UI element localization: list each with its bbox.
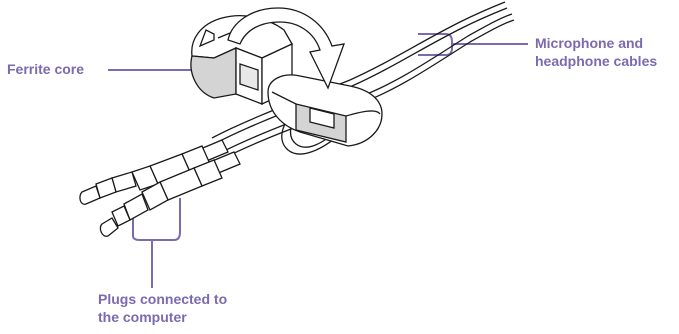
lower-plug <box>99 151 241 237</box>
plugs-label: Plugs connected to the computer <box>98 290 227 326</box>
plugs-bracket <box>132 198 181 241</box>
ferrite-core-label: Ferrite core <box>7 61 85 77</box>
plugs <box>79 139 241 237</box>
plugs-label-line2: the computer <box>98 309 187 325</box>
closing-arrow <box>227 7 345 90</box>
cables-bracket <box>418 33 453 56</box>
mic-headphone-cables-label-line1: Microphone and <box>535 35 644 51</box>
mic-headphone-cables-label-line2: headphone cables <box>535 53 658 69</box>
mic-headphone-cables-label: Microphone and headphone cables <box>535 34 657 70</box>
plugs-label-line1: Plugs connected to <box>98 291 228 307</box>
ferrite-core-closed-half <box>267 74 383 147</box>
